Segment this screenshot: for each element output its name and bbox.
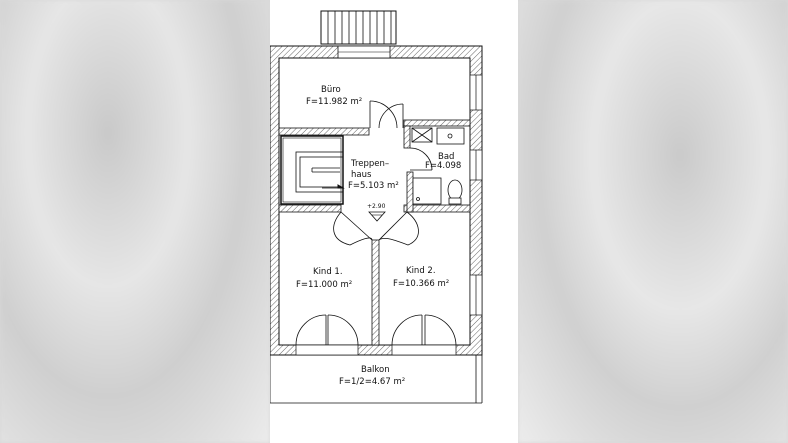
room-label-kind2: Kind 2. F=10.366 m² — [393, 266, 449, 289]
svg-text:+2.90: +2.90 — [367, 203, 386, 210]
room-label-treppenhaus: Treppen– haus F=5.103 m² — [348, 159, 399, 191]
svg-text:F=4.098: F=4.098 — [425, 161, 461, 171]
level-marker: +2.90 — [367, 203, 386, 222]
svg-text:Kind 2.: Kind 2. — [406, 266, 436, 276]
svg-text:haus: haus — [351, 170, 372, 180]
svg-text:F=11.982 m²: F=11.982 m² — [306, 97, 362, 107]
svg-text:F=10.366 m²: F=10.366 m² — [393, 279, 449, 289]
roof-dormer — [320, 10, 397, 45]
room-label-bad: Bad F=4.098 — [425, 152, 461, 171]
staircase — [280, 135, 345, 205]
svg-text:F=5.103 m²: F=5.103 m² — [348, 181, 399, 191]
blurred-background-left — [0, 0, 270, 443]
room-label-kind1: Kind 1. F=11.000 m² — [296, 267, 352, 290]
svg-text:F=1/2=4.67 m²: F=1/2=4.67 m² — [339, 377, 405, 387]
room-label-balkon: Balkon F=1/2=4.67 m² — [339, 365, 405, 387]
svg-text:Kind 1.: Kind 1. — [313, 267, 343, 277]
windows-right — [469, 74, 483, 316]
svg-text:Büro: Büro — [321, 85, 341, 95]
room-label-buero: Büro F=11.982 m² — [306, 85, 362, 107]
svg-text:Bad: Bad — [438, 152, 454, 162]
svg-text:Balkon: Balkon — [361, 365, 390, 375]
doors — [295, 100, 457, 346]
bathroom-fixtures — [411, 127, 465, 205]
svg-text:Treppen–: Treppen– — [350, 159, 389, 169]
balcony — [270, 355, 483, 404]
floor-plan-panel: +2.90 Büro F=11.982 m² Treppen– haus F=5… — [270, 0, 518, 443]
svg-text:F=11.000 m²: F=11.000 m² — [296, 280, 352, 290]
blurred-background-right — [518, 0, 788, 443]
interior-walls — [278, 119, 471, 346]
floor-plan-drawing: +2.90 Büro F=11.982 m² Treppen– haus F=5… — [270, 10, 483, 404]
